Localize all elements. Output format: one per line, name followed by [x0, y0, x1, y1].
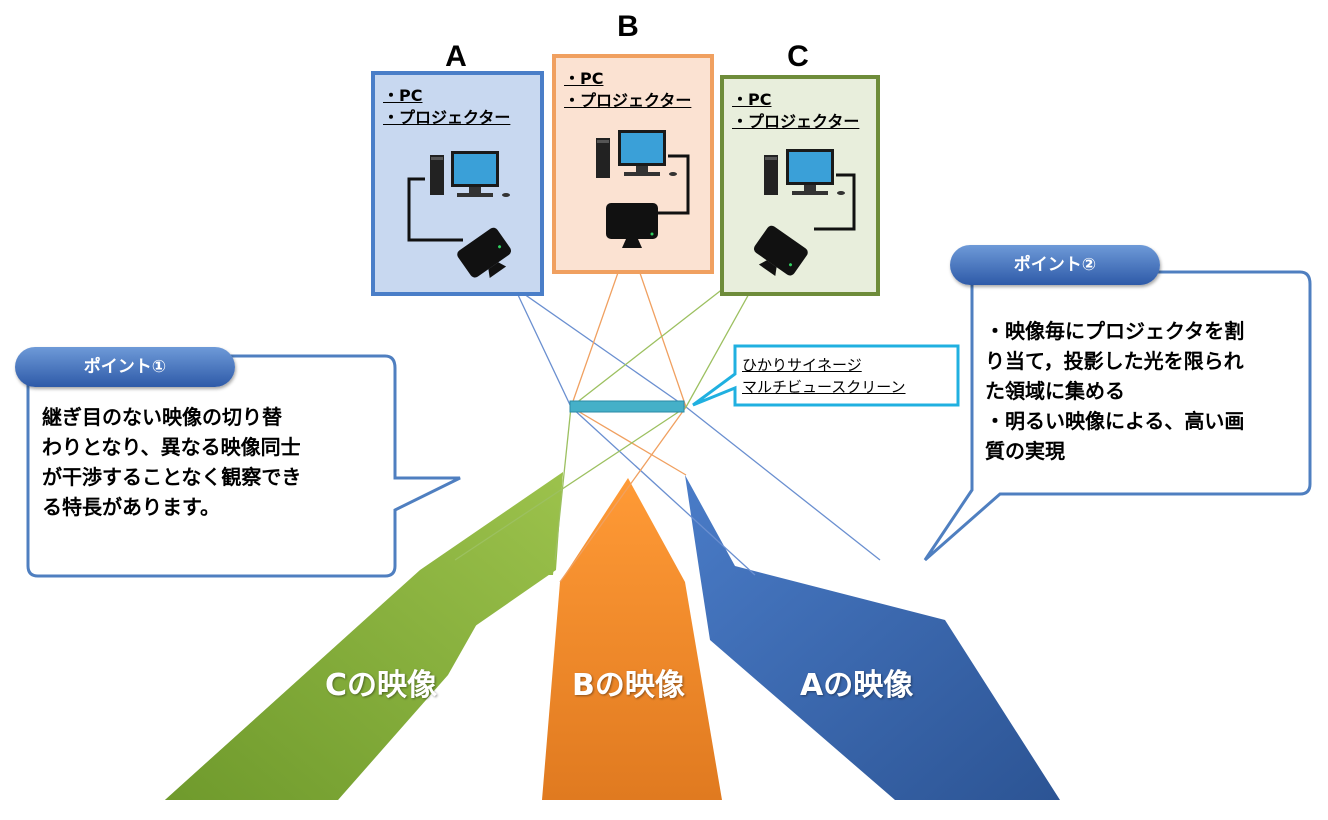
ray-b-3	[570, 406, 687, 476]
desktop-pc-icon	[430, 151, 510, 197]
unit-b-illustration	[596, 130, 690, 248]
screen-label-line1: ひかりサイネージ	[742, 356, 862, 374]
point1-text: 継ぎ目のない映像の切り替 わりとなり、異なる映像同士 が干渉することなく観察でき…	[42, 402, 392, 522]
beam-a	[685, 475, 1060, 800]
point2-line: り当て，投影した光を限られ	[985, 349, 1244, 373]
unit-letter-b: B	[617, 10, 639, 43]
ray-a-1	[503, 279, 687, 408]
ray-c-4	[454, 406, 687, 561]
ray-a-4	[570, 406, 756, 576]
ray-a-3	[685, 406, 881, 561]
point2-text: ・映像毎にプロジェクタを割 り当て，投影した光を限られ た領域に集める ・明るい…	[985, 316, 1305, 466]
unit-b-item-pc: ・PC	[564, 69, 604, 88]
unit-letter-c: C	[787, 40, 809, 73]
point1-line: 継ぎ目のない映像の切り替	[42, 405, 282, 429]
unit-c-box: ・PC ・プロジェクター	[720, 75, 880, 296]
ray-b-4	[559, 406, 687, 583]
unit-b-item-projector: ・プロジェクター	[564, 91, 692, 110]
unit-c-item-projector: ・プロジェクター	[732, 112, 860, 131]
screen-label-line2: マルチビュースクリーン	[742, 378, 906, 396]
multiview-screen	[569, 400, 685, 413]
beam-c-label: Cの映像	[325, 668, 438, 703]
point2-title: ポイント②	[950, 245, 1160, 285]
projector-icon	[606, 203, 658, 248]
unit-b-box: ・PC ・プロジェクター	[552, 54, 714, 274]
point1-title: ポイント①	[15, 347, 235, 387]
unit-a-item-projector: ・プロジェクター	[383, 108, 511, 127]
unit-letter-a: A	[445, 40, 467, 73]
screen-callout-bubble	[692, 344, 960, 407]
point1-line: が干渉することなく観察でき	[42, 465, 302, 489]
unit-a-item-pc: ・PC	[383, 86, 423, 105]
desktop-pc-icon	[764, 149, 845, 195]
screen-label: ひかりサイネージ マルチビュースクリーン	[742, 354, 906, 398]
projector-icon	[753, 225, 808, 277]
unit-c-illustration	[753, 149, 856, 277]
point2-line: 質の実現	[985, 439, 1065, 463]
point2-line: た領域に集める	[985, 379, 1125, 403]
beam-b	[542, 478, 722, 800]
point1-line: る特長があります。	[42, 495, 220, 519]
unit-a-illustration	[407, 151, 512, 279]
ray-a-2	[509, 277, 572, 408]
unit-a-box: ・PC ・プロジェクター	[371, 71, 544, 296]
beam-a-label: Aの映像	[800, 668, 914, 703]
point2-line: ・明るい映像による、高い画	[985, 409, 1245, 433]
projector-icon	[457, 227, 512, 279]
desktop-pc-icon	[596, 130, 677, 178]
ray-c-3	[554, 406, 572, 561]
unit-c-item-pc: ・PC	[732, 90, 772, 109]
point2-line: ・映像毎にプロジェクタを割	[985, 319, 1245, 343]
beam-b-label: Bの映像	[572, 668, 685, 703]
point1-line: わりとなり、異なる映像同士	[42, 435, 301, 459]
